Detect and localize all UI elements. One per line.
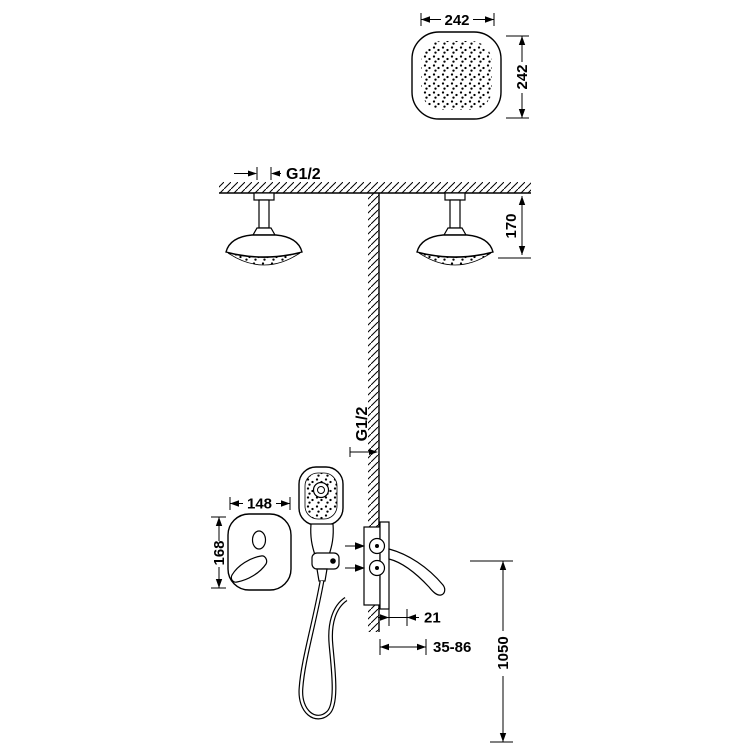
dim-handle-offset: 21 [378, 609, 441, 627]
dim-label-plate-height: 168 [211, 540, 228, 565]
mixer-lever-side [388, 548, 446, 596]
dim-label-ceiling-thread: G1/2 [286, 166, 321, 183]
dim-label-ceiling-to-head: 170 [503, 213, 520, 238]
supply-arrow-top [355, 542, 365, 550]
dim-plate-height: 168 [211, 516, 228, 589]
ceiling-flange [444, 192, 466, 201]
dim-plate-width: 148 [229, 496, 291, 513]
holder-screw [330, 558, 336, 564]
arrowhead-right [248, 170, 257, 177]
dim-mounting-height: 1050 [470, 560, 513, 743]
arrowhead-down [518, 246, 526, 255]
arrowhead-left [421, 16, 430, 23]
dim-label-wall-thread: G1/2 [354, 407, 371, 442]
arm-connector [442, 227, 468, 236]
ceiling-arm [258, 199, 270, 229]
dim-ceiling-to-head: 170 [498, 196, 531, 259]
shower-head-spray-face [421, 41, 492, 110]
diverter-knob [251, 530, 267, 550]
mode-button-outer [312, 481, 330, 499]
overhead-shower-plan-view [411, 31, 502, 120]
left-shower-head-side-view [225, 192, 303, 266]
arm-connector [251, 227, 277, 236]
arrowhead-right [417, 643, 426, 651]
ceiling-section [219, 182, 531, 194]
cartridge-axis-center [375, 544, 379, 548]
arrowhead-up [518, 196, 526, 205]
shower-head-dome [225, 234, 303, 258]
diverter-axis-center [375, 566, 379, 570]
hand-shower [298, 466, 344, 582]
supply-arrow-bottom [355, 564, 365, 572]
arrowhead-right [380, 614, 389, 621]
hand-shower-hose [298, 580, 348, 720]
shower-head-dome [416, 234, 494, 258]
dim-label-plan-depth: 242 [514, 64, 531, 89]
dim-label-plan-width: 242 [444, 12, 469, 29]
spray-face [227, 252, 301, 266]
ceiling-flange [253, 192, 275, 201]
dim-label-handle-offset: 21 [424, 610, 441, 627]
dim-ceiling-thread: G1/2 [234, 166, 321, 183]
arrowhead-up [499, 561, 507, 570]
dim-label-mounting-height: 1050 [495, 636, 512, 669]
mixer-trim-plate-front-view [227, 513, 292, 591]
arrowhead-left [271, 170, 280, 177]
spray-face [418, 252, 492, 266]
right-shower-head-side-view [416, 192, 494, 266]
wall-hatching [368, 193, 379, 632]
hand-shower-grip [310, 523, 334, 556]
ceiling-hatching [219, 182, 531, 193]
concealed-valve-side-view [345, 521, 446, 610]
arrowhead-up [215, 517, 223, 526]
arrowhead-up [518, 36, 526, 45]
dim-rough-in-depth: 35-86 [379, 639, 471, 656]
dim-label-rough-in-depth: 35-86 [433, 639, 471, 656]
hose-connector-nut [316, 568, 328, 582]
arrowhead-down [215, 579, 223, 588]
arrowhead-right [369, 449, 378, 455]
mode-button-inner [317, 486, 325, 494]
dim-plan-depth: 242 [506, 35, 531, 119]
arrowhead-right [281, 500, 290, 507]
arrowhead-down [499, 733, 507, 742]
arrowhead-left [230, 500, 239, 507]
arrowhead-down [518, 109, 526, 118]
dim-label-plate-width: 148 [247, 496, 272, 513]
hose-inner [299, 580, 347, 719]
arrowhead-left [407, 614, 416, 621]
ceiling-arm [449, 199, 461, 229]
mixer-lever-front [230, 555, 268, 583]
dim-plan-width: 242 [420, 12, 495, 29]
arrowhead-left [380, 643, 389, 651]
wall-thread-callout: G1/2 [349, 407, 378, 457]
arrowhead-right [485, 16, 494, 23]
